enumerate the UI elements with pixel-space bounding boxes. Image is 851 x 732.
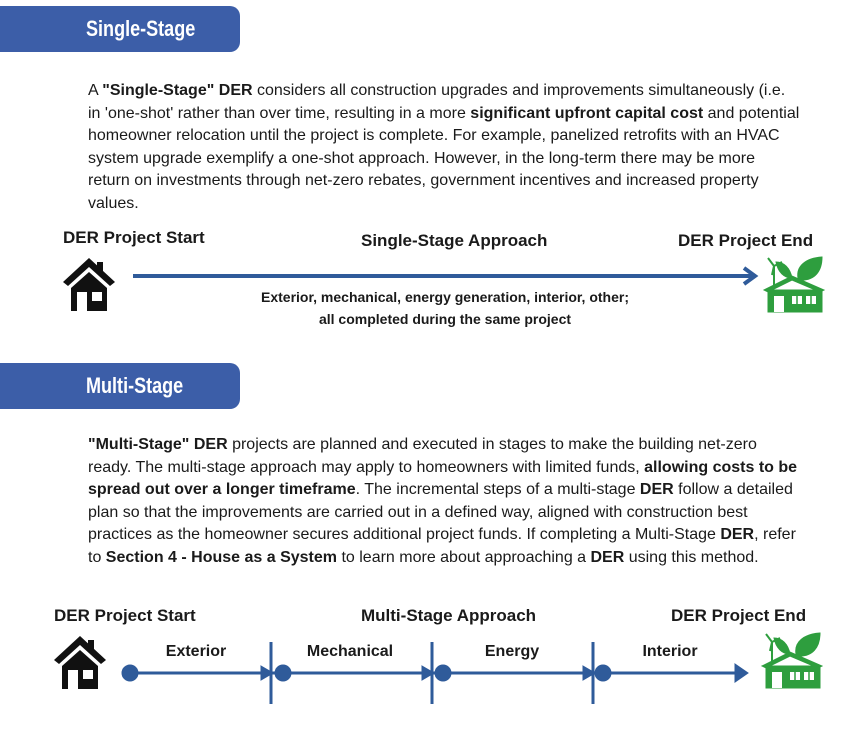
- stage-dot-2: [274, 664, 292, 682]
- single-approach-label: Single-Stage Approach: [361, 231, 548, 250]
- paragraph-run: Section 4 - House as a System: [105, 548, 337, 566]
- single-stage-heading: Single-Stage DER: [86, 16, 196, 87]
- paragraph-run: follow a detailed plan so that the impro…: [88, 481, 793, 543]
- single-caption: Exterior, mechanical, energy generation,…: [215, 286, 675, 330]
- multi-stage-arrows: [121, 642, 749, 704]
- single-start-label: DER Project Start: [63, 228, 205, 247]
- paragraph-run: . The incremental steps of a multi-stage: [355, 481, 640, 498]
- stage-arrowhead-end: [734, 663, 749, 683]
- paragraph-run: DER: [720, 526, 755, 543]
- single-end-label: DER Project End: [678, 231, 814, 250]
- single-stage-arrow: [133, 266, 759, 286]
- stage-dot-3: [434, 664, 452, 682]
- paragraph-run: considers all construction upgrades and …: [88, 82, 786, 122]
- stage-arrowhead-1: [260, 665, 274, 681]
- stage-label-exterior: Exterior: [165, 643, 227, 660]
- house-icon: [63, 258, 115, 311]
- stage-dot-1: [121, 664, 139, 682]
- single-stage-heading-tab: Single-Stage DER: [0, 6, 240, 87]
- paragraph-run: projects are planned and executed in sta…: [88, 436, 757, 476]
- paragraph-run: "Multi-Stage" DER: [88, 436, 228, 453]
- green-house-icon: [762, 256, 826, 313]
- paragraph-run: , refer to: [88, 526, 796, 566]
- paragraph-run: allowing costs to be spread out over a l…: [88, 458, 798, 499]
- paragraph-run: DER: [639, 481, 674, 498]
- single-stage-paragraph: A "Single-Stage" DER considers all const…: [88, 80, 800, 215]
- paragraph-run: significant upfront capital cost: [470, 104, 704, 122]
- multi-stage-heading: Multi-Stage DER: [86, 373, 184, 444]
- stage-label-mechanical: Mechanical: [306, 643, 394, 660]
- multi-stage-paragraph: "Multi-Stage" DER projects are planned a…: [88, 434, 800, 569]
- paragraph-run: using this method.: [624, 548, 759, 566]
- single-caption-line2: all completed during the same project: [318, 311, 572, 327]
- paragraph-run: to learn more about approaching a: [337, 548, 591, 566]
- multi-approach-label: Multi-Stage Approach: [361, 606, 537, 625]
- stage-label-energy: Energy: [484, 643, 540, 660]
- house-icon-multi-start: [54, 636, 106, 689]
- single-caption-line1: Exterior, mechanical, energy generation,…: [261, 289, 629, 305]
- green-house-icon-multi-end: [760, 632, 824, 689]
- stage-arrowhead-2: [421, 665, 435, 681]
- stage-dot-4: [594, 664, 612, 682]
- stage-label-interior: Interior: [642, 643, 698, 660]
- multi-stage-heading-tab: Multi-Stage DER: [0, 363, 240, 444]
- paragraph-run: A: [88, 82, 103, 99]
- paragraph-run: "Single-Stage" DER: [102, 82, 253, 99]
- stage-arrowhead-3: [582, 665, 596, 681]
- multi-end-label: DER Project End: [671, 606, 807, 625]
- paragraph-run: and potential homeowner relocation until…: [88, 104, 800, 212]
- multi-start-label: DER Project Start: [54, 606, 196, 625]
- paragraph-run: DER: [590, 548, 625, 566]
